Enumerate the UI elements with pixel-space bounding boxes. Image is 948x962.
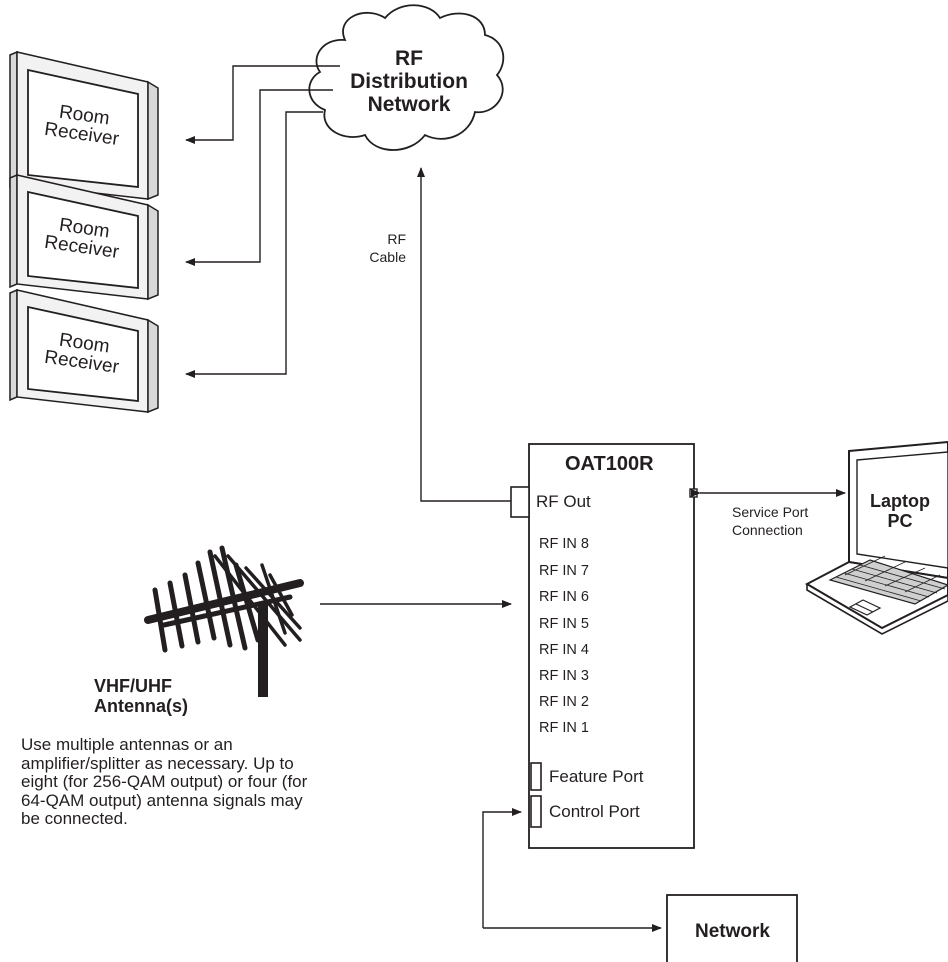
control-port-connector xyxy=(530,795,542,828)
laptop-line1: Laptop xyxy=(870,491,930,511)
rf-in-5-label: RF IN 5 xyxy=(539,616,589,632)
antenna-line1: VHF/UHF xyxy=(94,676,172,696)
cloud-line3: Network xyxy=(367,93,451,116)
feature-port-connector xyxy=(530,762,542,791)
rf-in-8-label: RF IN 8 xyxy=(539,536,589,552)
cloud-line2: Distribution xyxy=(350,70,468,93)
room-receiver-3 xyxy=(9,288,159,414)
cloud-line1: RF xyxy=(395,47,423,70)
rf-cable-line xyxy=(417,167,511,502)
rf-out-label: RF Out xyxy=(536,492,591,511)
antenna-line2: Antenna(s) xyxy=(94,696,188,716)
cloud-label: RF Distribution Network xyxy=(334,47,484,116)
laptop-label: Laptop PC xyxy=(860,491,940,531)
room-receiver-1 xyxy=(9,50,159,201)
service-port-connector xyxy=(689,488,698,498)
rf-cable-label: RF Cable xyxy=(360,230,406,266)
rf-in-7-label: RF IN 7 xyxy=(539,563,589,579)
feature-port-label: Feature Port xyxy=(549,767,644,786)
antenna-note: Use multiple antennas or an amplifier/sp… xyxy=(21,735,308,828)
rf-in-4-label: RF IN 4 xyxy=(539,642,589,658)
rf-cable-line2: Cable xyxy=(369,249,406,265)
antenna-label: VHF/UHF Antenna(s) xyxy=(94,676,188,716)
service-port-line2: Connection xyxy=(732,522,803,538)
network-label: Network xyxy=(695,921,770,942)
rf-in-6-label: RF IN 6 xyxy=(539,589,589,605)
rf-out-connector xyxy=(510,486,530,518)
rf-cable-line1: RF xyxy=(387,231,406,247)
network-box xyxy=(666,894,798,962)
rf-in-3-label: RF IN 3 xyxy=(539,668,589,684)
oat100r-box xyxy=(528,443,695,849)
rf-in-2-label: RF IN 2 xyxy=(539,694,589,710)
antenna-icon xyxy=(144,545,304,697)
rf-in-1-label: RF IN 1 xyxy=(539,720,589,736)
distribution-wiring xyxy=(185,65,340,378)
service-port-label: Service Port Connection xyxy=(732,503,808,539)
service-port-line1: Service Port xyxy=(732,504,809,520)
device-title: OAT100R xyxy=(565,453,654,475)
room-receiver-2 xyxy=(9,173,159,301)
control-port-line xyxy=(482,808,522,928)
laptop-line2: PC xyxy=(887,511,913,531)
control-port-label: Control Port xyxy=(549,802,640,821)
rf-distribution-cloud xyxy=(308,4,505,151)
laptop-icon xyxy=(804,440,948,635)
